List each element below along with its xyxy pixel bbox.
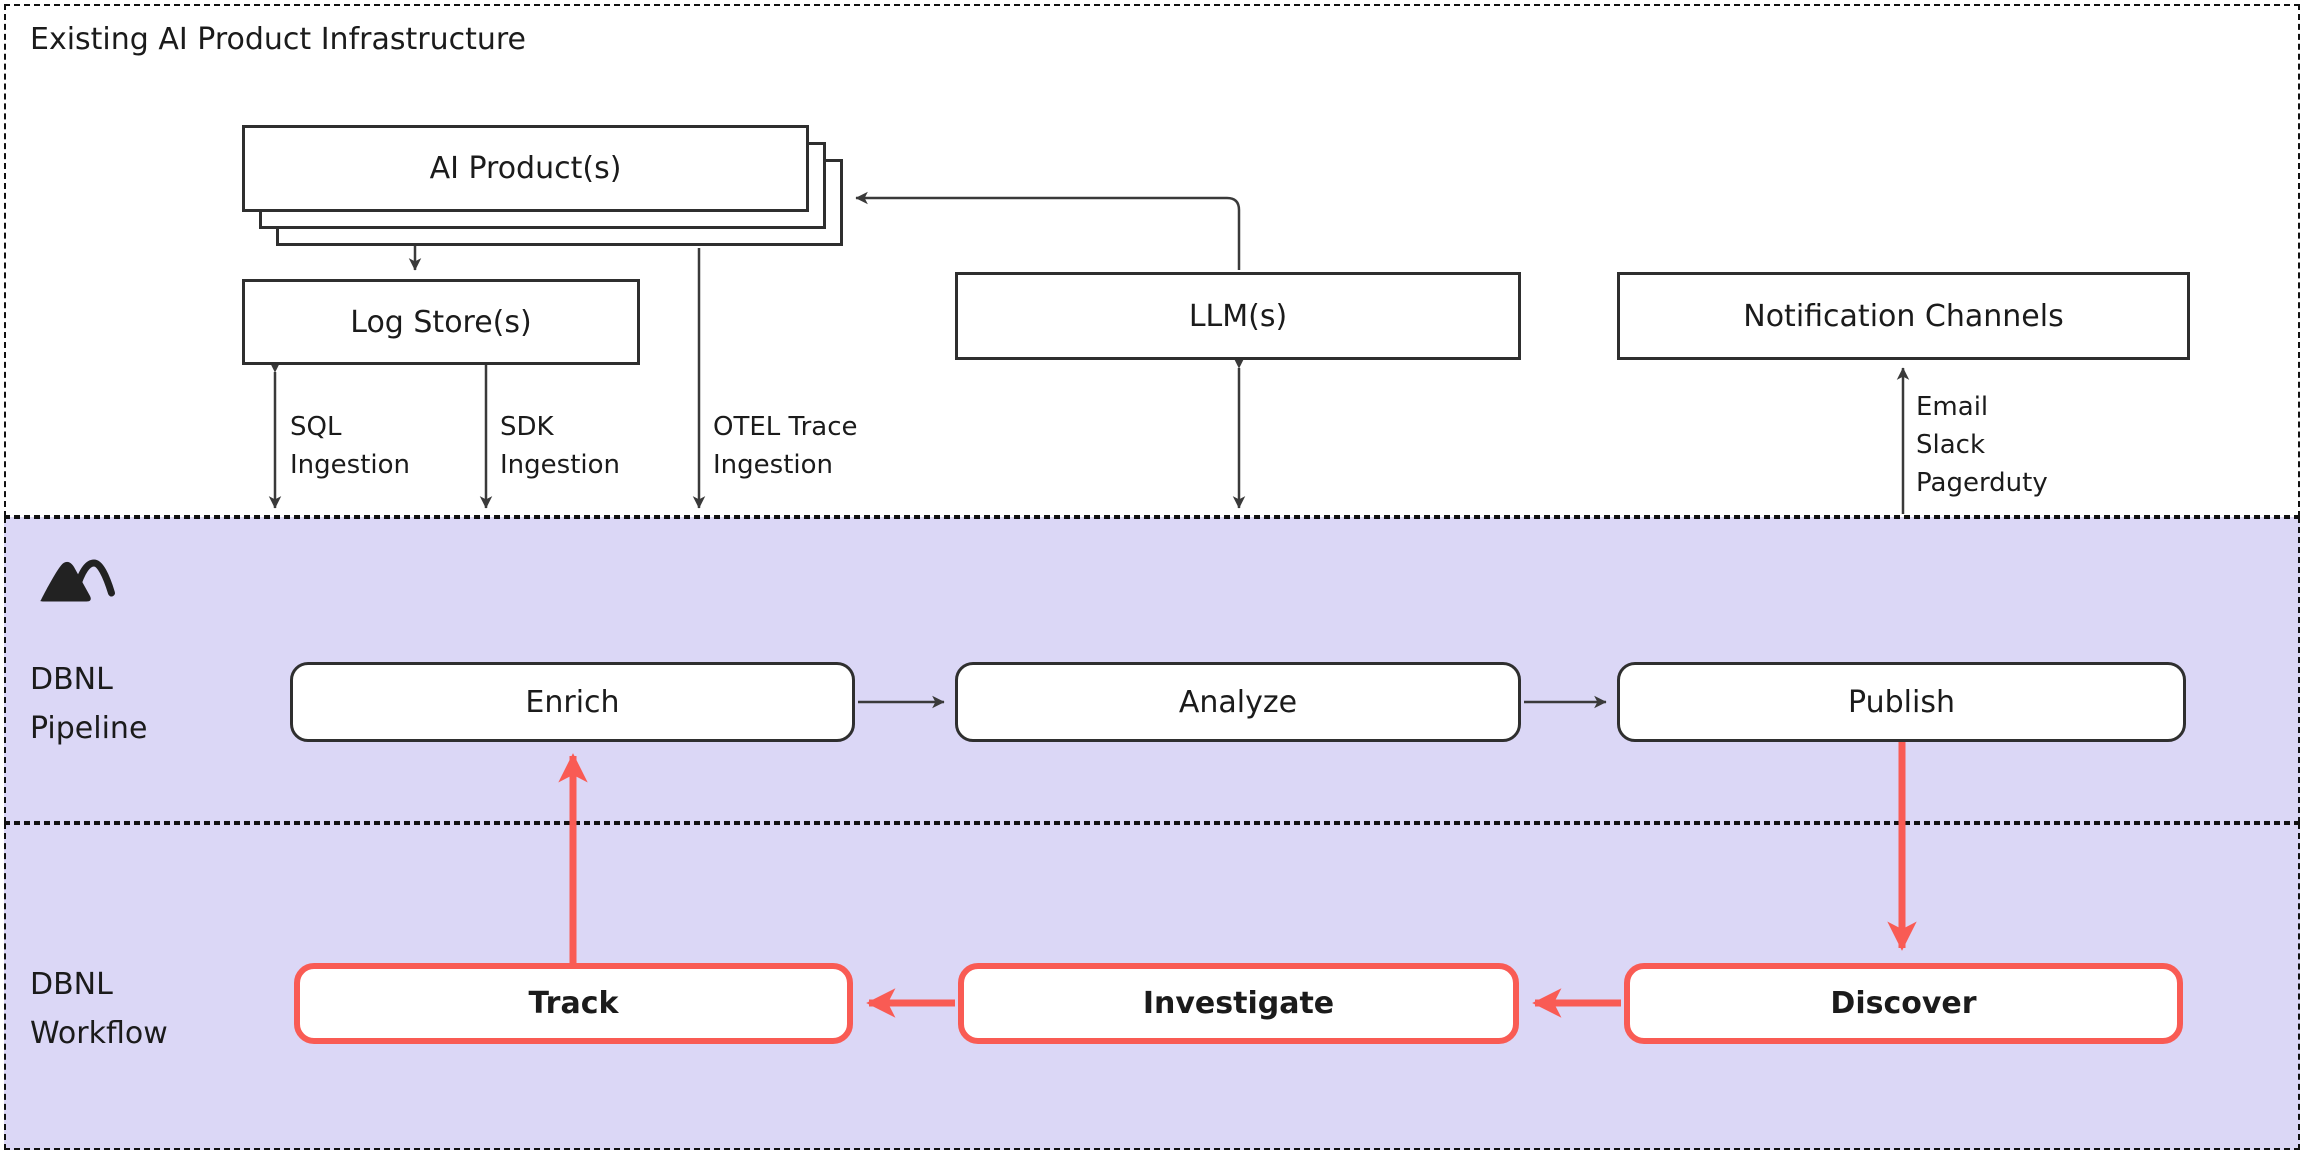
node-log-stores: Log Store(s) bbox=[242, 279, 640, 365]
node-investigate-label: Investigate bbox=[1142, 986, 1335, 1021]
label-otel-ingestion: OTEL Trace Ingestion bbox=[713, 412, 858, 480]
node-investigate: Investigate bbox=[958, 963, 1519, 1044]
node-notification-channels: Notification Channels bbox=[1617, 272, 2190, 360]
label-notification-channels-list: Email Slack Pagerduty bbox=[1916, 392, 2048, 498]
section-title-infrastructure: Existing AI Product Infrastructure bbox=[30, 22, 526, 57]
node-analyze: Analyze bbox=[955, 662, 1521, 742]
node-ai-products: AI Product(s) bbox=[242, 125, 809, 212]
node-track-label: Track bbox=[528, 986, 619, 1021]
node-discover: Discover bbox=[1624, 963, 2183, 1044]
label-dbnl-workflow: DBNL Workflow bbox=[30, 967, 168, 1051]
node-publish-label: Publish bbox=[1848, 684, 1955, 720]
node-log-stores-label: Log Store(s) bbox=[350, 304, 532, 340]
node-analyze-label: Analyze bbox=[1178, 684, 1298, 720]
node-enrich: Enrich bbox=[290, 662, 855, 742]
node-publish: Publish bbox=[1617, 662, 2186, 742]
node-enrich-label: Enrich bbox=[525, 684, 620, 720]
label-sql-ingestion: SQL Ingestion bbox=[290, 412, 410, 480]
label-dbnl-pipeline: DBNL Pipeline bbox=[30, 662, 148, 746]
node-discover-label: Discover bbox=[1830, 986, 1977, 1021]
node-notification-channels-label: Notification Channels bbox=[1743, 298, 2064, 334]
label-sdk-ingestion: SDK Ingestion bbox=[500, 412, 620, 480]
node-ai-products-label: AI Product(s) bbox=[429, 151, 622, 186]
node-track: Track bbox=[294, 963, 853, 1044]
node-llms: LLM(s) bbox=[955, 272, 1521, 360]
mountain-icon bbox=[40, 559, 115, 602]
node-llms-label: LLM(s) bbox=[1188, 298, 1288, 334]
